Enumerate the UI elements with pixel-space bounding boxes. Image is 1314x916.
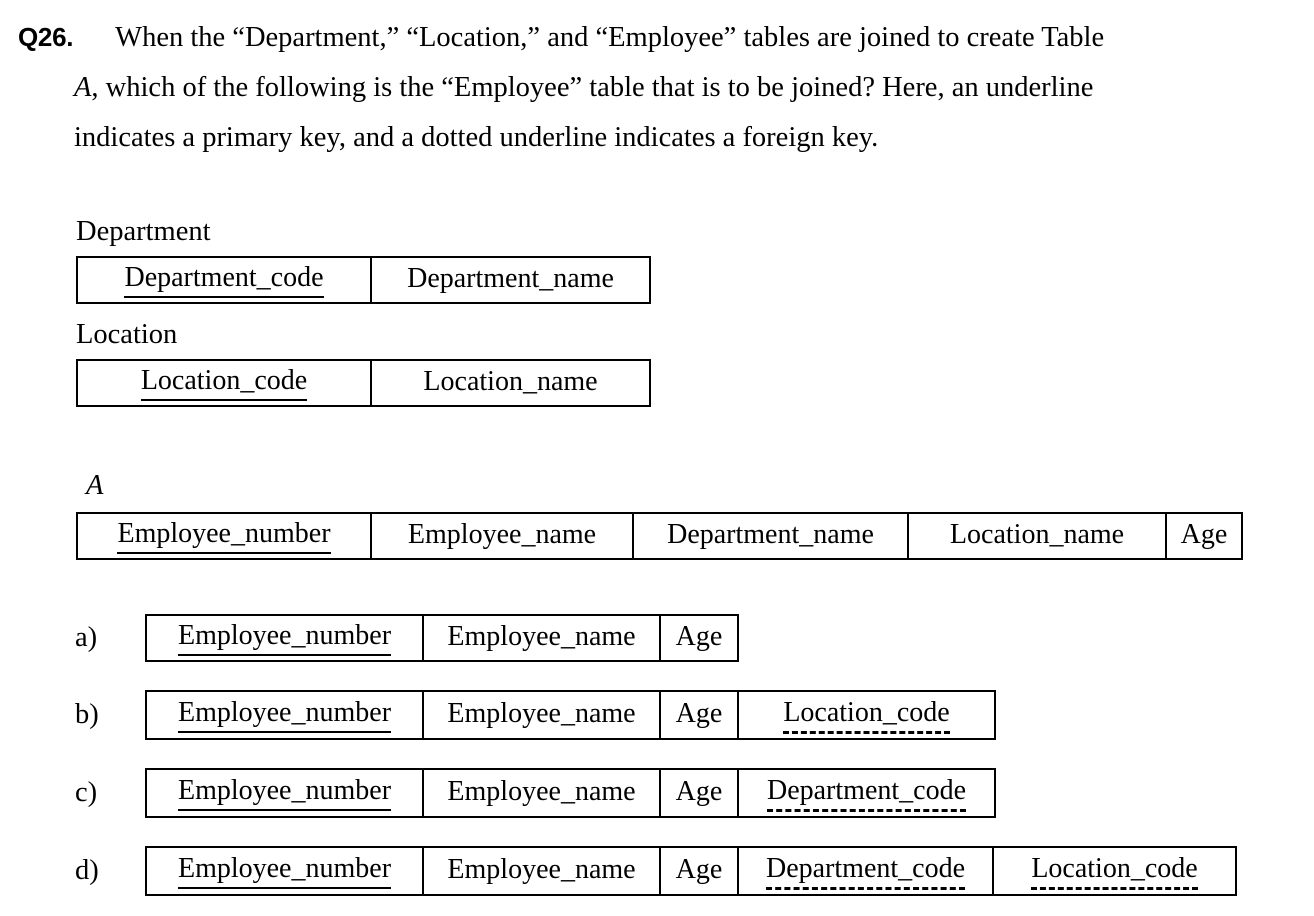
- option-c-column-employee-number: Employee_number: [145, 768, 424, 818]
- option-a-column-age: Age: [659, 614, 739, 662]
- option-b-column-employee-number: Employee_number: [145, 690, 424, 740]
- option-d-column-department-code: Department_code: [737, 846, 994, 896]
- column-department-name: Department_name: [632, 512, 909, 560]
- question-line-3-text: indicates a primary key, and a dotted un…: [74, 122, 879, 153]
- table-row: Employee_number Employee_name Age Depart…: [145, 768, 996, 818]
- option-b-column-age: Age: [659, 690, 739, 740]
- column-age: Age: [1165, 512, 1243, 560]
- column-location-name: Location_name: [907, 512, 1167, 560]
- question-line-2: A, which of the following is the “Employ…: [18, 63, 1303, 113]
- column-location-code: Location_code: [76, 359, 372, 407]
- option-b-column-employee-name: Employee_name: [422, 690, 661, 740]
- option-d-column-age: Age: [659, 846, 739, 896]
- option-c-column-age: Age: [659, 768, 739, 818]
- table-row: Location_code Location_name: [76, 359, 651, 407]
- column-department-code: Department_code: [76, 256, 372, 304]
- option-b-column-location-code: Location_code: [737, 690, 996, 740]
- department-schema-table: Department_code Department_name: [76, 256, 651, 304]
- table-row: Department_code Department_name: [76, 256, 651, 304]
- column-location-name: Location_name: [370, 359, 651, 407]
- option-letter-d: d): [75, 855, 99, 886]
- table-row: Employee_number Employee_name Department…: [76, 512, 1243, 560]
- column-employee-number: Employee_number: [76, 512, 372, 560]
- option-a-column-employee-number: Employee_number: [145, 614, 424, 662]
- option-d-column-employee-name: Employee_name: [422, 846, 661, 896]
- option-a-column-employee-name: Employee_name: [422, 614, 661, 662]
- table-a-reference: A: [74, 72, 92, 103]
- location-table-caption: Location: [76, 319, 178, 350]
- column-department-name: Department_name: [370, 256, 651, 304]
- question-line-1: Q26. When the “Department,” “Location,” a…: [18, 12, 1303, 63]
- column-employee-name: Employee_name: [370, 512, 634, 560]
- option-letter-a: a): [75, 622, 98, 653]
- question-line-3: indicates a primary key, and a dotted un…: [18, 113, 1303, 163]
- table-a-caption: A: [86, 470, 104, 501]
- option-letter-b: b): [75, 699, 99, 730]
- table-row: Employee_number Employee_name Age Depart…: [145, 846, 1237, 896]
- option-c-table[interactable]: Employee_number Employee_name Age Depart…: [145, 768, 996, 818]
- location-schema-table: Location_code Location_name: [76, 359, 651, 407]
- table-row: Employee_number Employee_name Age: [145, 614, 739, 662]
- question-number: Q26.: [18, 22, 74, 52]
- option-b-table[interactable]: Employee_number Employee_name Age Locati…: [145, 690, 996, 740]
- department-table-caption: Department: [76, 216, 211, 247]
- option-d-table[interactable]: Employee_number Employee_name Age Depart…: [145, 846, 1237, 896]
- question-line-1-text: When the “Department,” “Location,” and “…: [115, 22, 1105, 53]
- question-line-2-text: , which of the following is the “Employe…: [91, 72, 1094, 103]
- table-a-schema-table: Employee_number Employee_name Department…: [76, 512, 1243, 560]
- option-d-column-employee-number: Employee_number: [145, 846, 424, 896]
- option-letter-c: c): [75, 777, 98, 808]
- option-d-column-location-code: Location_code: [992, 846, 1237, 896]
- option-a-table[interactable]: Employee_number Employee_name Age: [145, 614, 739, 662]
- table-row: Employee_number Employee_name Age Locati…: [145, 690, 996, 740]
- option-c-column-department-code: Department_code: [737, 768, 996, 818]
- option-c-column-employee-name: Employee_name: [422, 768, 661, 818]
- question-stem: Q26. When the “Department,” “Location,” a…: [18, 12, 1303, 163]
